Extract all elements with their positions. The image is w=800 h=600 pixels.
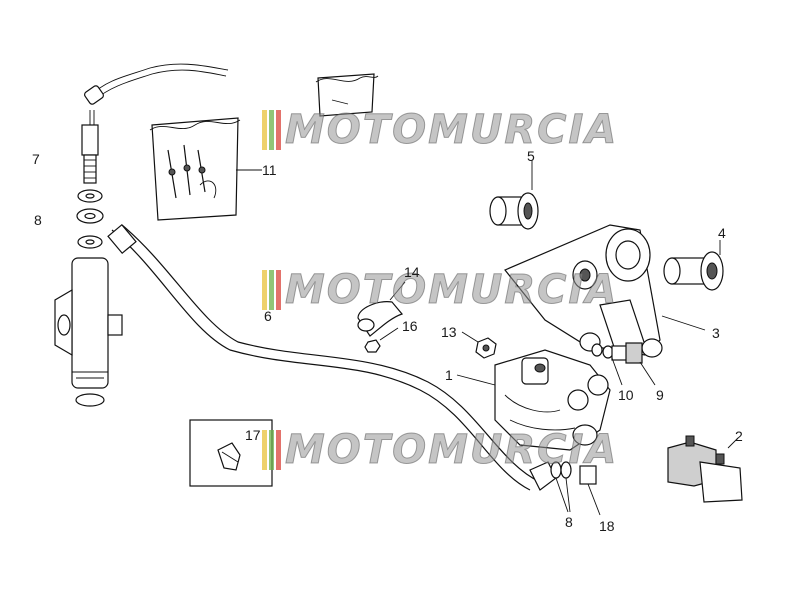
callout-1: 1 (445, 367, 453, 383)
hose-clamp-14 (357, 281, 406, 337)
callout-10: 10 (618, 387, 634, 403)
callout-14: 14 (404, 264, 420, 280)
callout-3: 3 (712, 325, 720, 341)
caliper-bracket-3 (504, 224, 706, 358)
brake-hose-6 (107, 223, 541, 491)
brake-switch-7 (81, 124, 99, 184)
callout-18: 18 (599, 518, 615, 534)
callout-5: 5 (527, 148, 535, 164)
clip-17-box (189, 419, 273, 487)
callout-17: 17 (245, 427, 261, 443)
nut-13 (461, 331, 497, 359)
bolt-9-washer-10 (591, 342, 656, 386)
banjo-fitting-washers-8-bolt-18 (529, 461, 601, 516)
brake-pads-2 (667, 435, 743, 503)
callout-4: 4 (718, 225, 726, 241)
small-parts-bag (315, 73, 379, 117)
brake-caliper-1 (456, 349, 611, 451)
callout-11: 11 (262, 162, 277, 178)
washers-8-upper (76, 189, 104, 249)
callout-16: 16 (402, 318, 418, 334)
callout-7: 7 (32, 151, 40, 167)
callout-8-upper: 8 (34, 212, 42, 228)
nut-16 (364, 327, 399, 353)
bushing-5 (489, 160, 539, 230)
callout-2: 2 (735, 428, 743, 444)
callout-6: 6 (264, 308, 272, 324)
master-cylinder (54, 257, 123, 407)
switch-wire (84, 63, 229, 125)
callout-9: 9 (656, 387, 664, 403)
callout-13: 13 (441, 324, 457, 340)
callout-8-lower: 8 (565, 514, 573, 530)
bushing-4 (663, 240, 724, 291)
hardware-kit-bag-11 (149, 117, 262, 221)
